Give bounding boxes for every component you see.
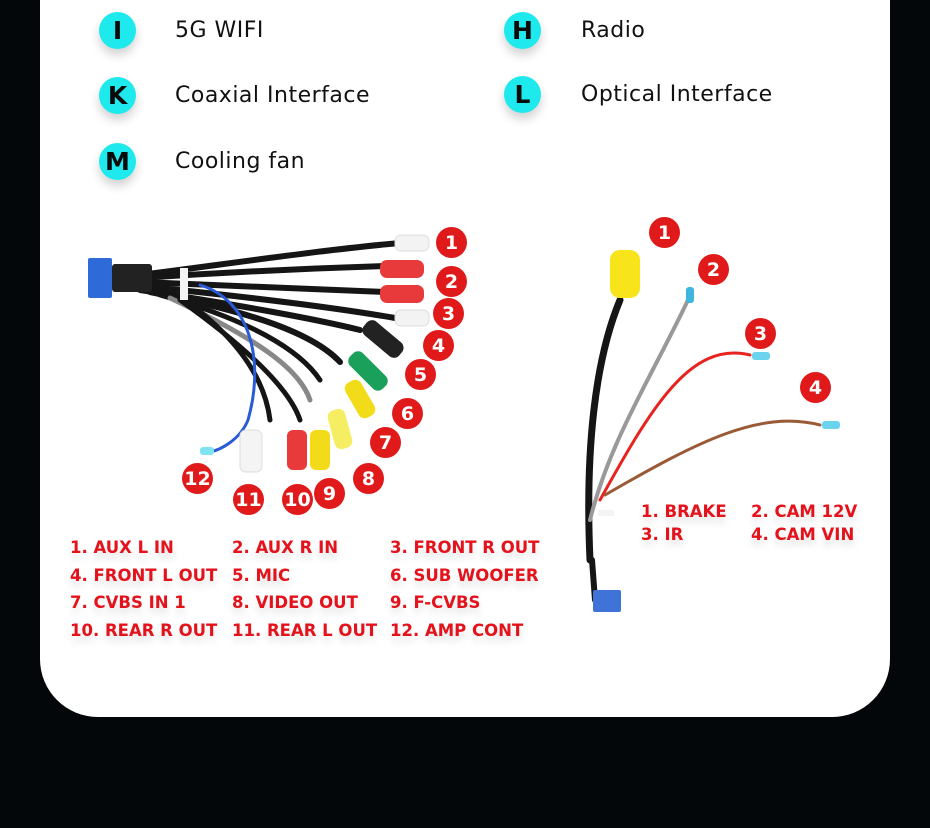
content-card [40, 0, 890, 717]
callout-8: 8 [353, 463, 384, 494]
feature-optical-interface: L Optical Interface [504, 76, 773, 113]
callout-6: 6 [392, 398, 423, 429]
feature-5g-wifi: I 5G WIFI [99, 12, 264, 49]
legend-video-out: 8. VIDEO OUT [232, 593, 358, 612]
callout-10: 10 [282, 484, 313, 515]
legend-cam-vin: 4. CAM VIN [751, 525, 855, 544]
cable-3 [137, 279, 388, 295]
legend-cam-12v: 2. CAM 12V [751, 502, 858, 521]
legend-rear-r-out: 10. REAR R OUT [70, 621, 218, 640]
harness-connector [88, 258, 112, 298]
badge-m: M [99, 143, 136, 180]
callout-11: 11 [233, 484, 264, 515]
feature-label: Optical Interface [581, 82, 773, 107]
legend-front-r-out: 3. FRONT R OUT [390, 538, 540, 557]
cable-4 [137, 283, 398, 321]
legend-mic: 5. MIC [232, 566, 291, 585]
badge-i: I [99, 12, 136, 49]
callout-5: 5 [405, 359, 436, 390]
cable-1 [137, 240, 403, 278]
feature-label: Cooling fan [175, 149, 306, 174]
camera-callout-3: 3 [745, 318, 776, 349]
camera-rca-plug [610, 250, 640, 298]
feature-label: 5G WIFI [175, 18, 264, 43]
camera-harness-connector [593, 590, 621, 612]
callout-7: 7 [370, 427, 401, 458]
badge-k: K [99, 77, 136, 114]
feature-label: Radio [581, 18, 646, 43]
feature-cooling-fan: M Cooling fan [99, 143, 305, 180]
rca-plugs [200, 234, 430, 473]
callout-9: 9 [314, 478, 345, 509]
legend-front-l-out: 4. FRONT L OUT [70, 566, 218, 585]
legend-amp-cont: 12. AMP CONT [390, 621, 524, 640]
feature-radio: H Radio [504, 12, 645, 49]
callout-12: 12 [182, 463, 213, 494]
legend-brake: 1. BRAKE [641, 502, 727, 521]
callout-3: 3 [433, 298, 464, 329]
legend-aux-r-in: 2. AUX R IN [232, 538, 339, 557]
cable-2 [137, 263, 388, 281]
camera-callout-4: 4 [800, 372, 831, 403]
legend-rear-l-out: 11. REAR L OUT [232, 621, 378, 640]
cable-10 [182, 297, 273, 423]
callout-2: 2 [436, 266, 467, 297]
cable-blue [198, 283, 257, 454]
camera-callout-1: 1 [649, 217, 680, 248]
feature-coaxial-interface: K Coaxial Interface [99, 77, 370, 114]
callout-4: 4 [423, 330, 454, 361]
feature-label: Coaxial Interface [175, 83, 371, 108]
badge-h: H [504, 12, 541, 49]
callout-1: 1 [436, 227, 467, 258]
legend-ir: 3. IR [641, 525, 684, 544]
legend-sub-woofer: 6. SUB WOOFER [390, 566, 539, 585]
legend-f-cvbs: 9. F-CVBS [390, 593, 481, 612]
camera-callout-2: 2 [698, 254, 729, 285]
legend-cvbs-in-1: 7. CVBS IN 1 [70, 593, 186, 612]
legend-aux-l-in: 1. AUX L IN [70, 538, 174, 557]
badge-l: L [504, 76, 541, 113]
